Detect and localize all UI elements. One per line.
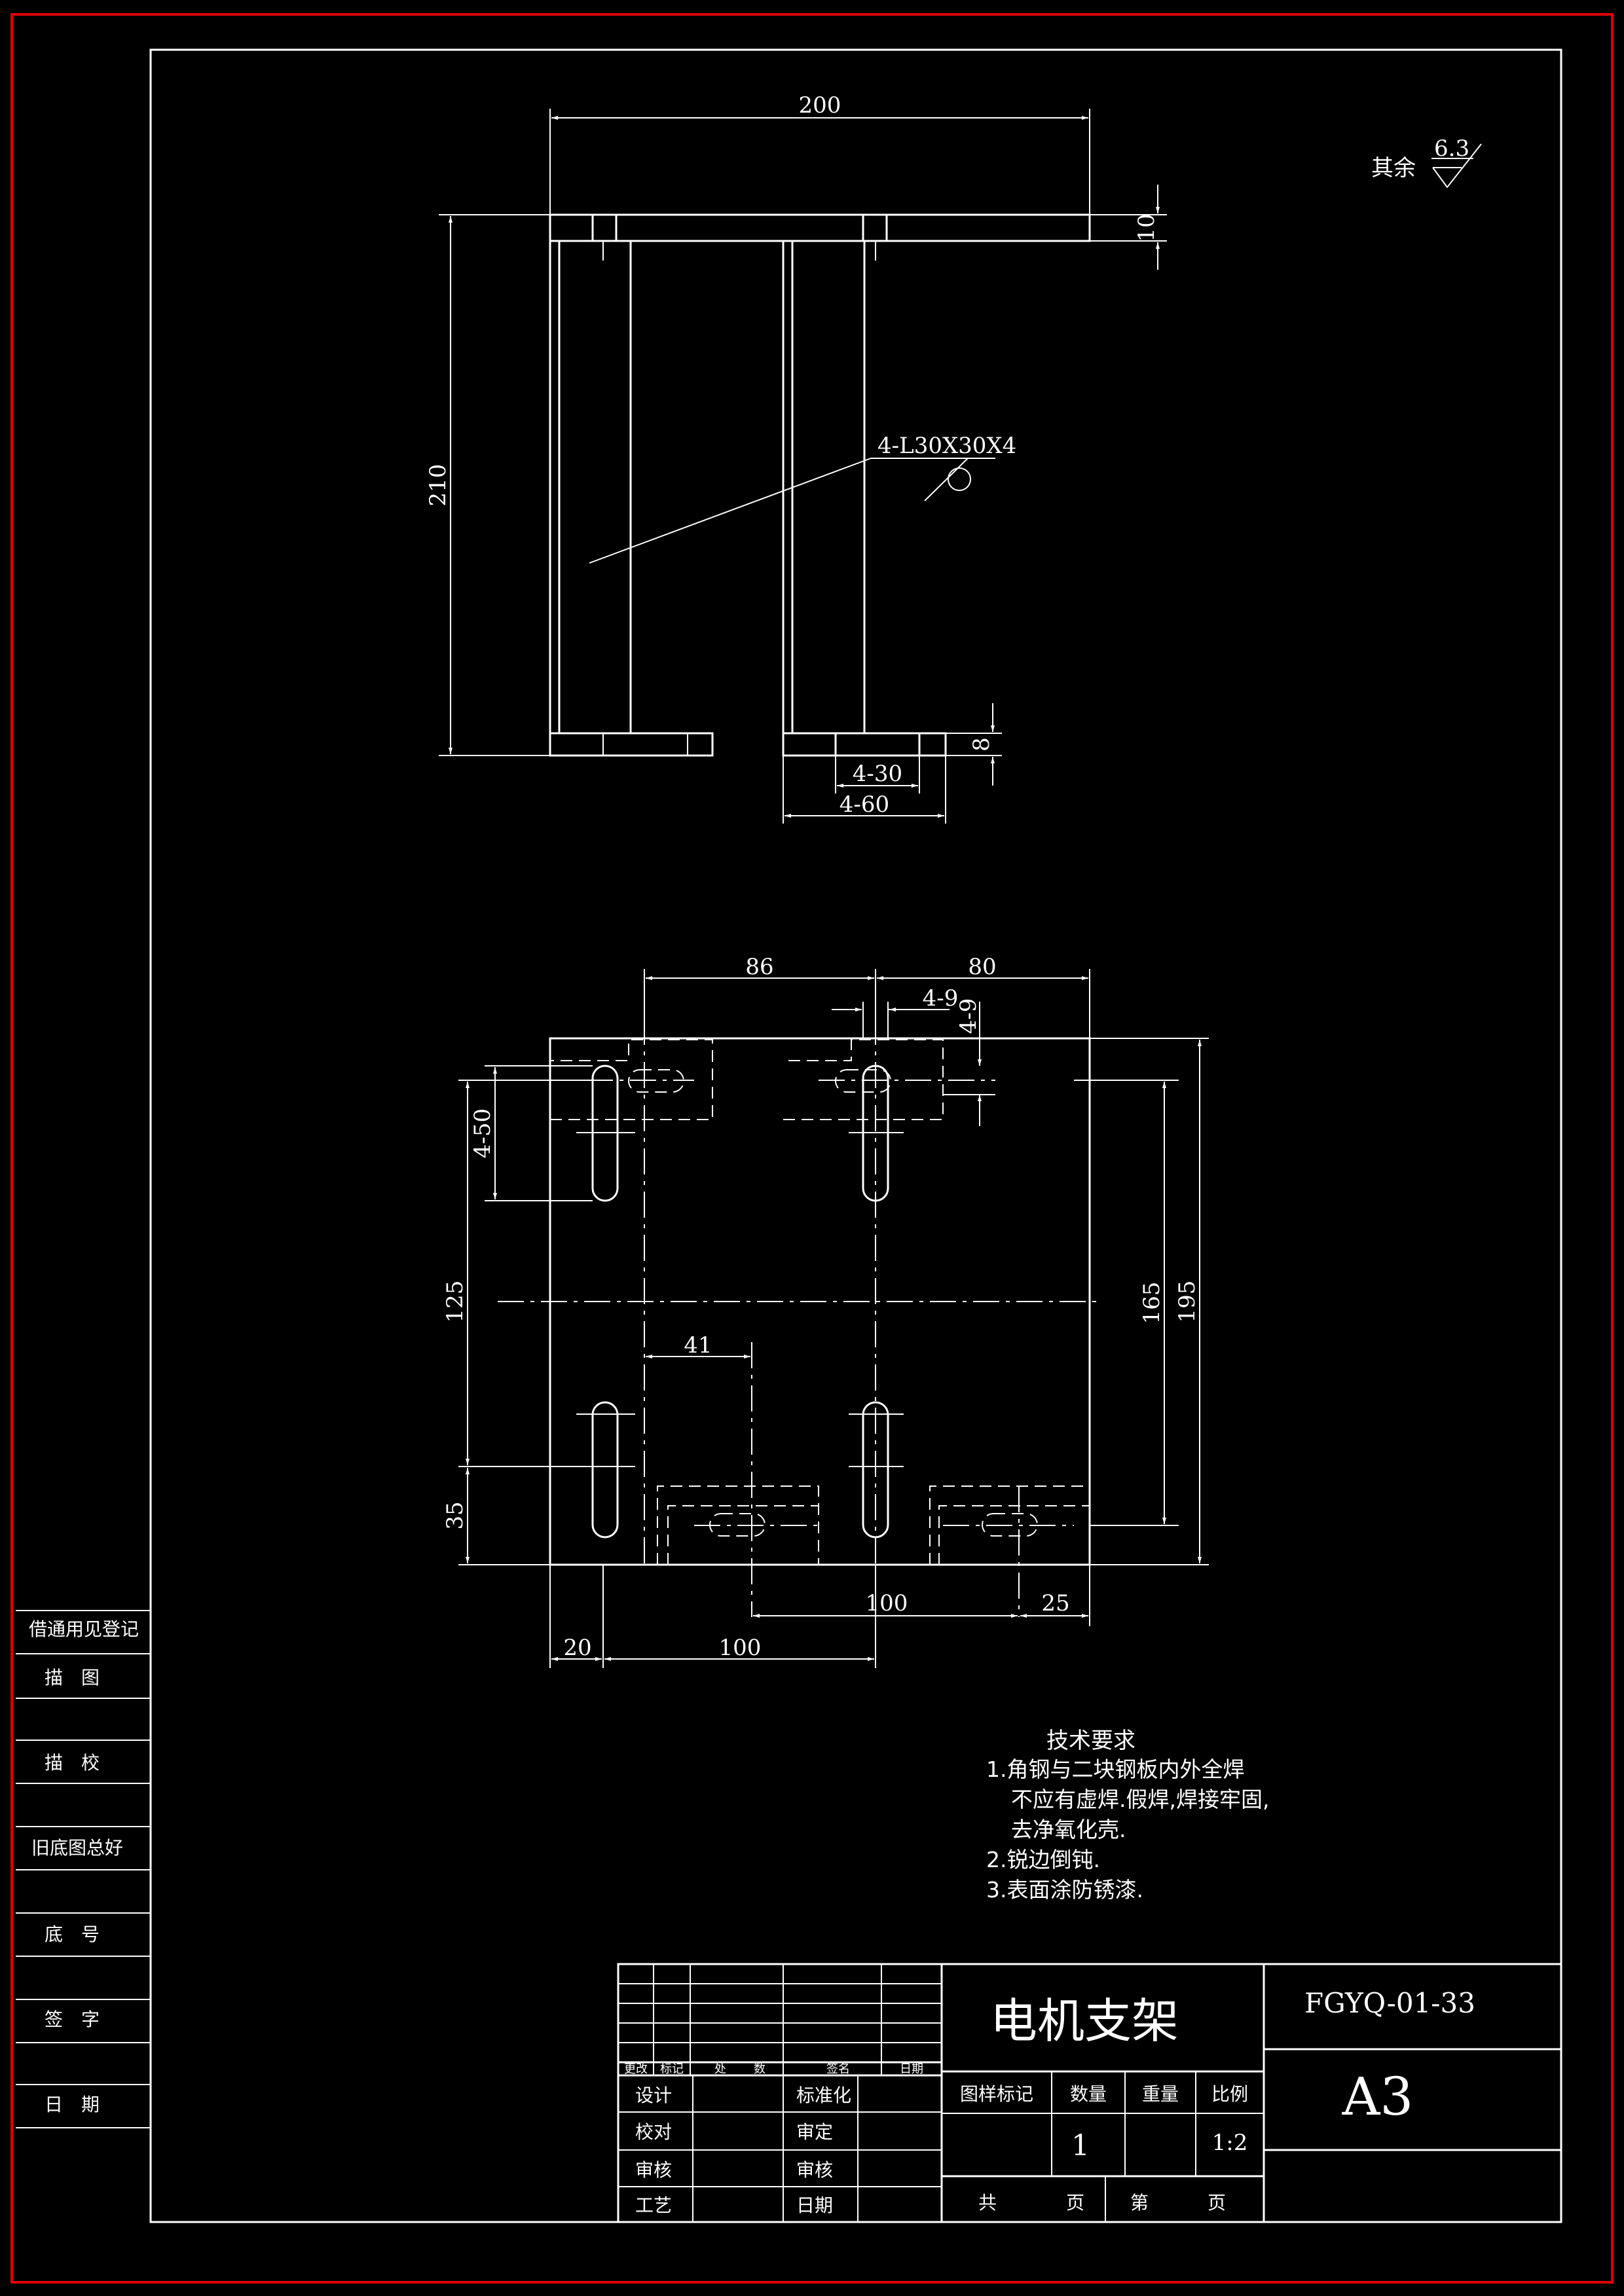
dim-125: 125 [442,1281,468,1323]
sheet-no-label: 第 [1130,2192,1149,2214]
dim-100-left: 100 [719,1635,762,1661]
attr-hdr-scale: 比例 [1211,2083,1248,2105]
angle-callout: 4-L30X30X4 [877,433,1016,459]
dim-35: 35 [442,1501,468,1529]
front-view [439,109,1167,824]
left-strip [16,1610,151,2128]
change-hdr-2: 标记 [660,2062,684,2076]
dim-4-50: 4-50 [470,1108,496,1158]
quantity-value: 1 [1071,2129,1090,2162]
outer-border [10,13,1614,2284]
attr-hdr-qty: 数量 [1070,2083,1107,2105]
tech-title: 技术要求 [1046,1728,1135,1754]
tech-line-1: 1.角钢与二块钢板内外全焊 [986,1757,1245,1782]
sheet-no-unit: 页 [1208,2192,1226,2214]
role-date: 日期 [796,2195,833,2216]
tech-line-2: 不应有虚焊.假焊,焊接牢固, [1011,1787,1269,1812]
dim-86: 86 [745,954,773,980]
role-standard: 标准化 [796,2085,851,2106]
role-design: 设计 [635,2085,672,2106]
roughness-symbol [1431,143,1482,189]
dim-80: 80 [968,954,996,980]
tech-line-4: 2.锐边倒钝. [986,1847,1100,1872]
strip-label-3: 描 校 [45,1752,100,1774]
change-hdr-5: 签名 [826,2062,850,2076]
dim-8: 8 [969,737,995,752]
sheet-total-label: 共 [978,2192,997,2214]
drawing-name: 电机支架 [990,1994,1179,2049]
dim-4-9-v: 4-9 [955,998,982,1034]
title-block [617,1963,1562,2223]
strip-label-4: 旧底图总好 [31,1837,123,1859]
tech-line-5: 3.表面涂防锈漆. [986,1877,1143,1903]
dim-195: 195 [1174,1281,1200,1323]
dim-165: 165 [1139,1282,1165,1324]
change-hdr-3: 处 [714,2062,726,2076]
dim-200: 200 [799,92,841,118]
dim-10: 10 [1134,213,1160,242]
sheet-size: A3 [1342,2066,1414,2127]
role-approve: 审定 [796,2121,833,2143]
change-hdr-4: 数 [754,2062,766,2076]
strip-label-7: 日 期 [45,2094,100,2115]
dim-41: 41 [684,1332,712,1358]
sheet-total-unit: 页 [1066,2192,1084,2214]
change-hdr-1: 更改 [624,2062,648,2076]
roughness-value: 6.3 [1434,136,1469,162]
role-process: 工艺 [635,2195,672,2216]
dim-100-right: 100 [866,1590,908,1616]
top-view [458,969,1209,1668]
dim-20: 20 [563,1635,591,1661]
dim-25: 25 [1041,1590,1069,1616]
dim-4-30: 4-30 [853,761,902,787]
dim-4-9-h: 4-9 [923,985,959,1011]
scale-value: 1:2 [1212,2130,1248,2156]
role-review: 审核 [635,2159,672,2181]
inner-frame [149,48,1562,2223]
tech-line-3: 去净氧化壳. [1011,1817,1126,1842]
strip-label-6: 签 字 [45,2009,100,2030]
role-review-2: 审核 [796,2159,833,2181]
strip-label-1: 借通用见登记 [29,1618,139,1640]
dim-210: 210 [425,464,451,507]
dim-4-60: 4-60 [840,792,889,818]
strip-label-2: 描 图 [45,1667,100,1688]
drawing-code: FGYQ-01-33 [1304,1987,1475,2019]
strip-label-5: 底 号 [45,1923,100,1945]
roughness-label: 其余 [1371,155,1416,181]
attr-hdr-weight: 重量 [1142,2083,1179,2105]
attr-hdr-mark: 图样标记 [960,2083,1033,2105]
change-hdr-6: 日期 [900,2062,923,2076]
role-proof: 校对 [635,2121,672,2143]
